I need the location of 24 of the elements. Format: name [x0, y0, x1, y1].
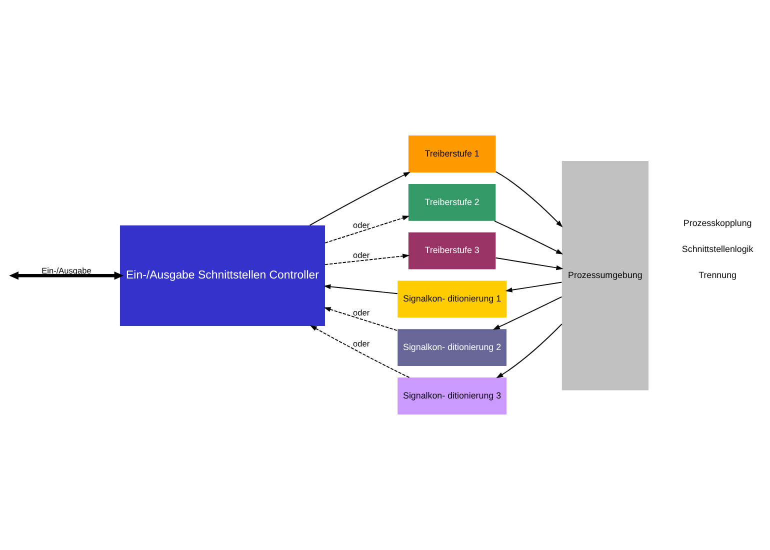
arrow [324, 216, 410, 244]
node-box: Treiberstufe 3 [408, 232, 496, 270]
node-box: Signalkon- ditionierung 2 [398, 329, 506, 366]
arrow [495, 257, 564, 270]
node-box: Prozessumgebung [562, 161, 648, 390]
arrow [495, 171, 563, 228]
node-box: Treiberstufe 2 [408, 184, 496, 221]
node-box: Ein-/Ausgabe Schnittstellen Controller [120, 225, 326, 326]
arrow [324, 254, 410, 266]
arrow [496, 324, 562, 378]
node-box: Signalkon- ditionierung 1 [398, 280, 506, 318]
arrow [310, 325, 410, 378]
node-box: Signalkon- ditionierung 3 [398, 378, 506, 414]
arrow [505, 282, 562, 292]
label: Prozesskopplung [683, 218, 752, 228]
label: Schnittstellenlogik [682, 244, 754, 254]
arrow [494, 220, 564, 254]
arrow [324, 307, 398, 332]
arrow [492, 296, 562, 330]
arrow [309, 172, 411, 226]
label: Trennung [698, 270, 736, 280]
arrow [9, 272, 124, 280]
node-box: Treiberstufe 1 [408, 136, 496, 172]
arrow [324, 284, 398, 294]
